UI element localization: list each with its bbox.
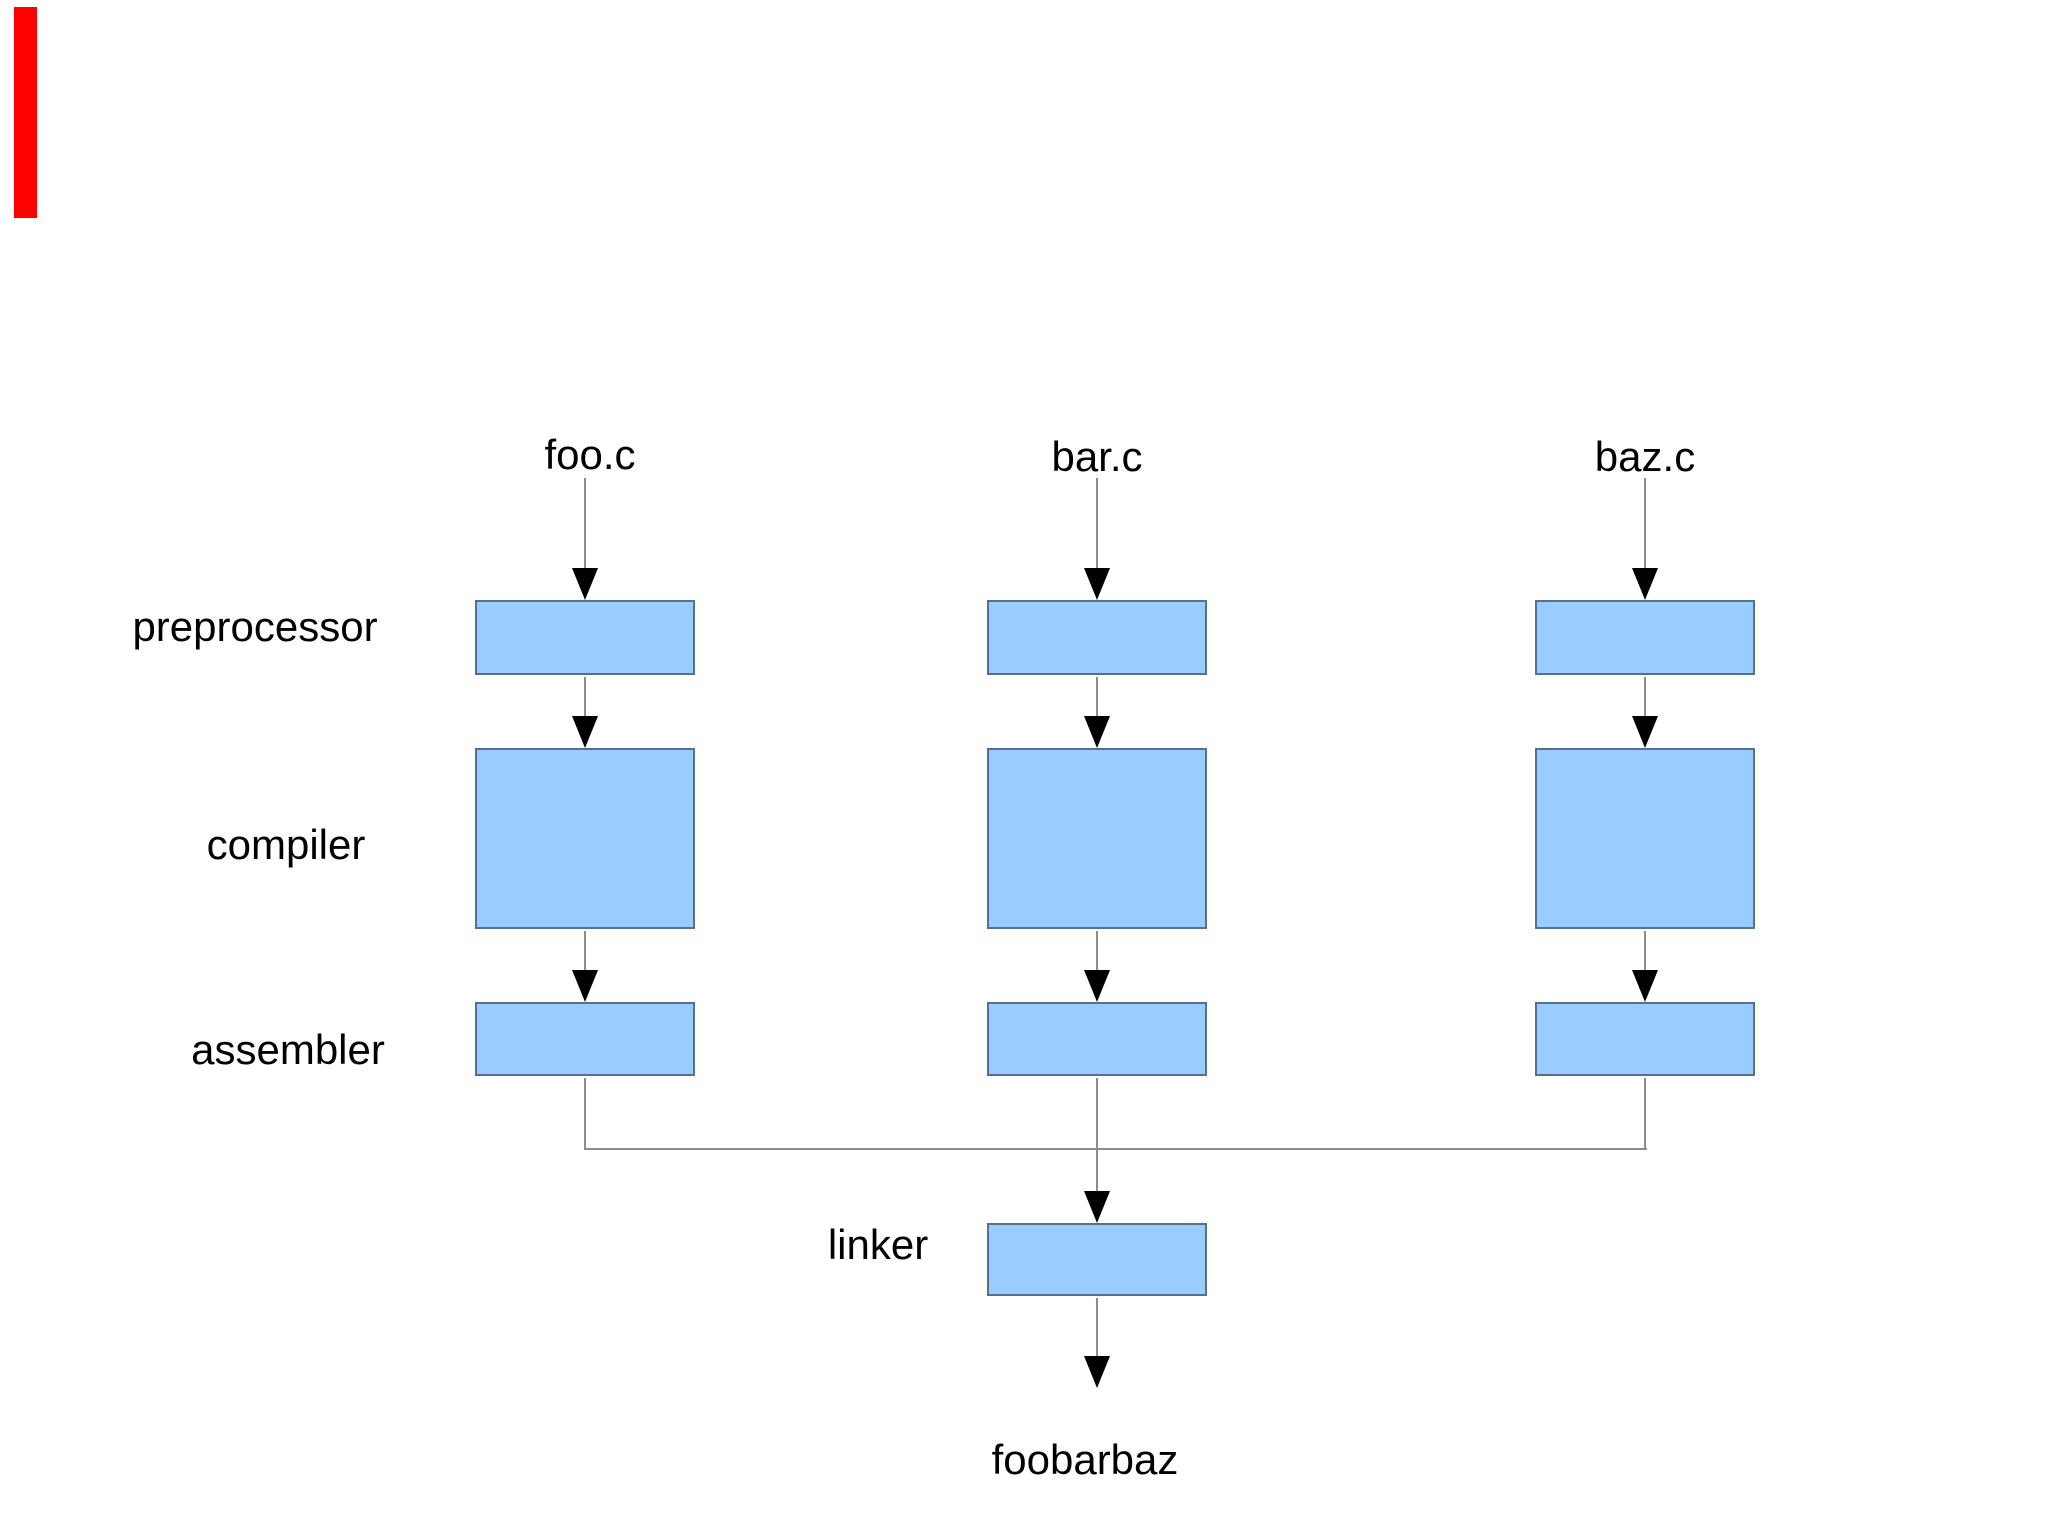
connector-bar-comp-to-assembler [1096, 931, 1098, 970]
connector-baz-assembler-down [1644, 1078, 1646, 1150]
stage-label-linker: linker [827, 1220, 929, 1268]
arrowhead-baz-assembler [1632, 970, 1658, 1002]
connector-foo-to-preprocessor [584, 478, 586, 568]
connector-bar-assembler-to-linker [1096, 1078, 1098, 1191]
linker-box [987, 1223, 1207, 1296]
assembler-box-foo [475, 1002, 695, 1076]
arrowhead-baz-compiler [1632, 716, 1658, 748]
preprocessor-box-foo [475, 600, 695, 675]
arrowhead-foo-compiler [572, 716, 598, 748]
arrowhead-foo-assembler [572, 970, 598, 1002]
connector-collector-line [584, 1148, 1647, 1150]
connector-bar-pre-to-compiler [1096, 677, 1098, 716]
input-file-label-foo: foo.c [544, 430, 636, 478]
compiler-box-baz [1535, 748, 1755, 929]
connector-foo-pre-to-compiler [584, 677, 586, 716]
connector-baz-comp-to-assembler [1644, 931, 1646, 970]
connector-baz-pre-to-compiler [1644, 677, 1646, 716]
arrowhead-bar-compiler [1084, 716, 1110, 748]
connector-bar-to-preprocessor [1096, 478, 1098, 568]
connector-foo-assembler-down [584, 1078, 586, 1150]
connector-baz-to-preprocessor [1644, 478, 1646, 568]
stage-label-assembler: assembler [191, 1025, 385, 1073]
arrowhead-linker-input [1084, 1191, 1110, 1223]
preprocessor-box-bar [987, 600, 1207, 675]
stage-label-preprocessor: preprocessor [132, 602, 378, 650]
red-marker [14, 7, 37, 218]
output-label-foobarbaz: foobarbaz [991, 1435, 1179, 1483]
assembler-box-baz [1535, 1002, 1755, 1076]
input-file-label-bar: bar.c [1051, 432, 1143, 480]
compiler-box-foo [475, 748, 695, 929]
connector-foo-comp-to-assembler [584, 931, 586, 970]
arrowhead-bar-assembler [1084, 970, 1110, 1002]
stage-label-compiler: compiler [206, 820, 366, 868]
assembler-box-bar [987, 1002, 1207, 1076]
arrowhead-foo-preprocessor [572, 568, 598, 600]
compiler-box-bar [987, 748, 1207, 929]
input-file-label-baz: baz.c [1594, 432, 1696, 480]
arrowhead-output [1084, 1356, 1110, 1388]
arrowhead-baz-preprocessor [1632, 568, 1658, 600]
preprocessor-box-baz [1535, 600, 1755, 675]
arrowhead-bar-preprocessor [1084, 568, 1110, 600]
connector-linker-to-output [1096, 1298, 1098, 1356]
